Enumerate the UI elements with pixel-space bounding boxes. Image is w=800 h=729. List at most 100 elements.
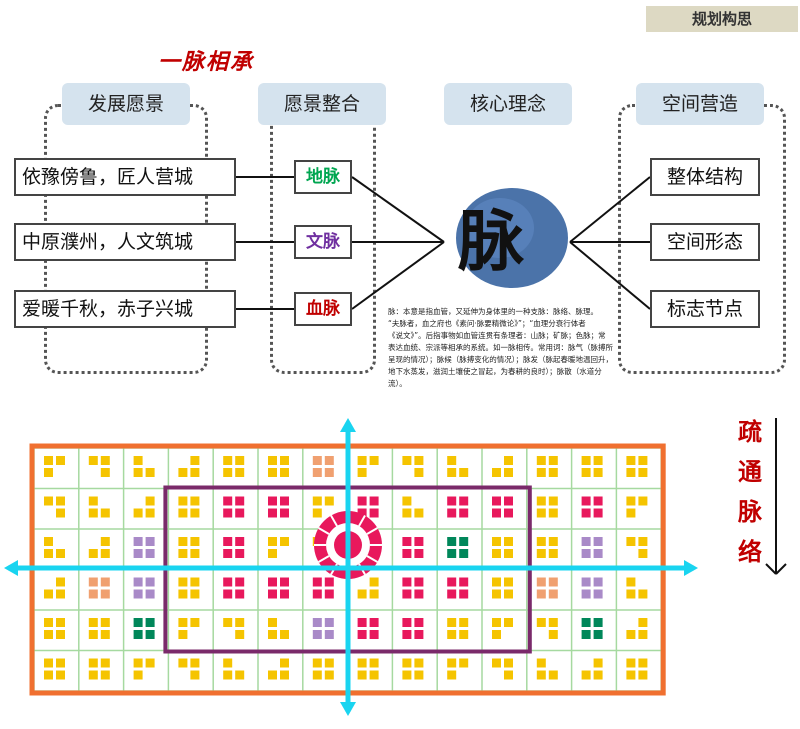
plan-block [459, 508, 469, 518]
plan-block [504, 537, 513, 546]
plan-block [100, 468, 110, 477]
plan-block [312, 670, 322, 680]
plan-block [593, 468, 603, 477]
plan-block [56, 658, 65, 668]
plan-block [536, 658, 546, 668]
plan-block [44, 456, 53, 465]
plan-block [88, 456, 98, 465]
plan-block [324, 456, 334, 465]
side-caption-char: 疏 [738, 417, 762, 446]
plan-block [133, 549, 143, 558]
plan-block [626, 630, 636, 639]
plan-block [133, 658, 143, 668]
plan-block [357, 589, 367, 599]
plan-block [133, 589, 143, 599]
plan-block [447, 589, 457, 599]
plan-block [638, 468, 648, 477]
plan-block [626, 537, 636, 546]
plan-block [178, 549, 188, 558]
site-plan [4, 418, 698, 716]
plan-block [548, 496, 558, 506]
side-caption-char: 脉 [738, 497, 762, 526]
plan-block [593, 618, 603, 627]
plan-block [357, 496, 367, 506]
plan-block [56, 630, 65, 639]
plan-block [223, 577, 233, 587]
header-space: 空间营造 [636, 83, 764, 125]
plan-block [133, 537, 143, 546]
plan-block [312, 508, 322, 518]
plan-block [133, 468, 143, 477]
plan-block [100, 549, 110, 558]
plan-block [312, 468, 322, 477]
plan-block [268, 589, 277, 599]
plan-block [100, 589, 110, 599]
plan-block [492, 496, 501, 506]
plan-block [145, 537, 155, 546]
plan-block [536, 670, 546, 680]
plan-block [492, 630, 501, 639]
plan-block [268, 537, 277, 546]
plan-block [504, 658, 513, 668]
plan-block [324, 670, 334, 680]
plan-block [44, 468, 53, 477]
plan-block [536, 549, 546, 558]
plan-block [504, 496, 513, 506]
plan-block [638, 496, 648, 506]
plan-block [312, 618, 322, 627]
plan-block [402, 549, 412, 558]
plan-block [145, 549, 155, 558]
plan-block [536, 496, 546, 506]
plan-block [178, 468, 188, 477]
plan-block [459, 468, 469, 477]
plan-block [280, 508, 289, 518]
plan-block [593, 549, 603, 558]
plan-block [280, 630, 289, 639]
side-caption-char: 络 [738, 537, 762, 566]
plan-block [447, 508, 457, 518]
main-title: 一脉相承 [158, 49, 255, 75]
plan-block [357, 670, 367, 680]
plan-block [100, 630, 110, 639]
plan-block [235, 549, 245, 558]
plan-block [581, 496, 591, 506]
plan-block [190, 670, 200, 680]
section-tag: 规划构思 [646, 6, 798, 32]
plan-block [536, 577, 546, 587]
plan-block [312, 630, 322, 639]
plan-block [414, 589, 424, 599]
plan-block [145, 577, 155, 587]
plan-block [223, 658, 233, 668]
plan-block [581, 630, 591, 639]
plan-block [492, 468, 501, 477]
plan-block [324, 618, 334, 627]
axis-arrow-left [4, 560, 18, 576]
plan-block [190, 549, 200, 558]
plan-block [504, 468, 513, 477]
plan-block [504, 508, 513, 518]
plan-block [324, 658, 334, 668]
plan-block [268, 549, 277, 558]
plan-block [268, 496, 277, 506]
plan-block [44, 618, 53, 627]
plan-block [56, 456, 65, 465]
plan-block [459, 537, 469, 546]
plan-block [414, 508, 424, 518]
plan-block [100, 577, 110, 587]
plan-block [492, 658, 501, 668]
plan-block [145, 508, 155, 518]
plan-block [88, 618, 98, 627]
plan-block [638, 549, 648, 558]
header-integration: 愿景整合 [258, 83, 386, 125]
plaza-spoke [358, 515, 366, 527]
plan-block [357, 630, 367, 639]
plan-block [548, 468, 558, 477]
plan-block [88, 577, 98, 587]
plan-block [145, 630, 155, 639]
plaza-spoke [318, 555, 330, 563]
plan-block [638, 618, 648, 627]
space-item-1: 整体结构 [650, 158, 760, 196]
plan-block [402, 618, 412, 627]
plan-block [133, 456, 143, 465]
